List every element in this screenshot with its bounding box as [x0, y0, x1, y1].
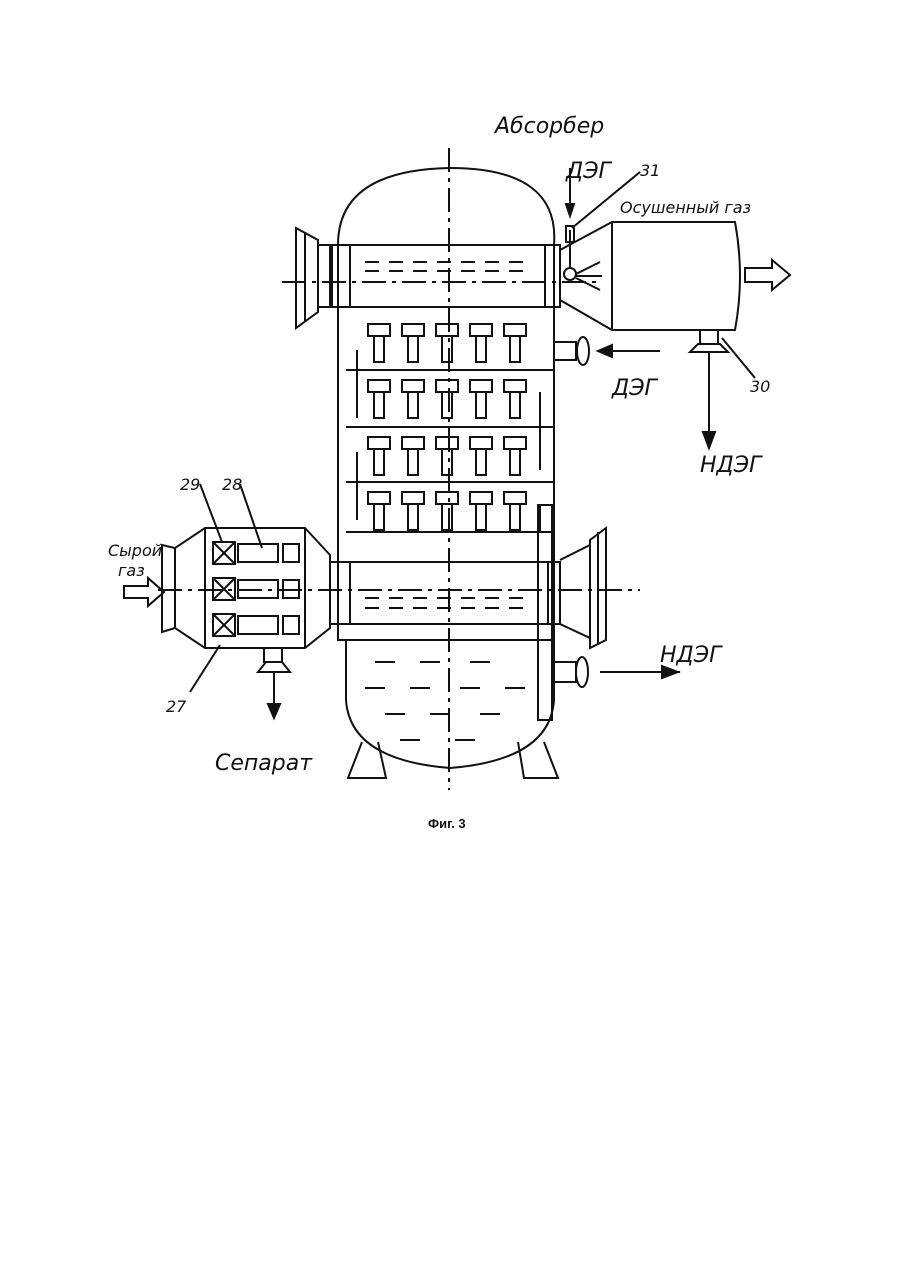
bubble-cap-riser [510, 449, 520, 475]
bubble-cap [504, 324, 526, 336]
bubble-cap [368, 380, 390, 392]
bubble-cap [436, 437, 458, 449]
label-deg-out: ДЭГ [611, 376, 659, 401]
bubble-cap-riser [476, 392, 486, 418]
bubble-cap [504, 437, 526, 449]
bubble-cap-riser [408, 449, 418, 475]
bubble-cap-riser [442, 336, 452, 362]
bubble-cap [470, 324, 492, 336]
bubble-cap [402, 492, 424, 504]
bubble-cap [368, 437, 390, 449]
top-gas-pipe [282, 228, 600, 328]
label-separate: Сепарат [215, 751, 313, 776]
label-ndeg-top: НДЭГ [700, 453, 763, 478]
bubble-cap [402, 437, 424, 449]
bubble-cap [402, 324, 424, 336]
label-ndeg-bottom: НДЭГ [660, 643, 723, 668]
bubble-cap [368, 492, 390, 504]
bubble-cap [402, 380, 424, 392]
dry-gas-drum [560, 222, 790, 448]
bubble-cap-riser [374, 504, 384, 530]
bubble-cap-riser [408, 336, 418, 362]
figure-caption: Фиг. 3 [428, 816, 466, 831]
callout-27: 27 [166, 697, 187, 716]
callout-28: 28 [222, 475, 242, 494]
bubble-cap-riser [510, 504, 520, 530]
bubble-cap-riser [442, 504, 452, 530]
label-deg-in: ДЭГ [565, 159, 613, 184]
callout-31: 31 [640, 161, 660, 180]
bubble-cap-riser [374, 449, 384, 475]
bubble-cap-riser [476, 449, 486, 475]
bubble-cap-riser [510, 392, 520, 418]
callout-29: 29 [180, 475, 200, 494]
diagram-title: Абсорбер [493, 114, 604, 139]
bubble-cap-riser [476, 504, 486, 530]
bubble-cap-riser [442, 392, 452, 418]
bubble-cap-riser [510, 336, 520, 362]
bubble-cap-riser [374, 392, 384, 418]
callout-30: 30 [750, 377, 770, 396]
bubble-cap [368, 324, 390, 336]
bubble-cap [436, 324, 458, 336]
tray-section [346, 324, 660, 532]
label-dry-gas: Осушенный газ [620, 198, 751, 217]
bubble-cap [470, 437, 492, 449]
label-raw-gas-1: Сырой [108, 541, 162, 560]
bubble-cap-riser [476, 336, 486, 362]
bubble-cap [504, 380, 526, 392]
bubble-cap [436, 492, 458, 504]
bubble-cap [436, 380, 458, 392]
bubble-cap [470, 492, 492, 504]
bubble-cap-riser [408, 504, 418, 530]
bubble-cap-riser [374, 336, 384, 362]
bubble-cap-riser [408, 392, 418, 418]
label-raw-gas-2: газ [118, 561, 145, 580]
bubble-cap [470, 380, 492, 392]
leader-lines [190, 168, 755, 692]
bubble-cap [504, 492, 526, 504]
bubble-cap-riser [442, 449, 452, 475]
